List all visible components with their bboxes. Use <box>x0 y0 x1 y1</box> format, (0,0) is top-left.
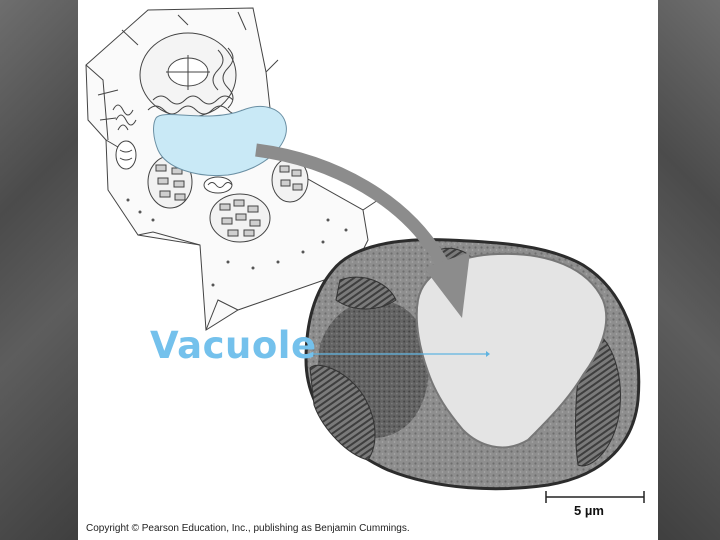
slide-canvas: Vacuole 5 µm Copyright © Pearson Educati… <box>78 0 658 540</box>
vacuole-label: Vacuole <box>150 324 317 367</box>
scale-bar-label: 5 µm <box>574 503 604 518</box>
plant-cell-diagram <box>85 7 645 503</box>
endoplasmic-reticulum <box>147 47 243 115</box>
micrograph-chloroplast-left <box>309 364 376 461</box>
curved-arrow-icon <box>255 143 470 318</box>
left-frame-border <box>0 0 78 540</box>
micrograph-vacuole <box>415 252 608 449</box>
electron-micrograph <box>304 238 641 491</box>
scale-bar <box>545 491 645 503</box>
right-frame-border <box>658 0 720 540</box>
cell-drawing <box>85 7 379 331</box>
copyright-notice: Copyright © Pearson Education, Inc., pub… <box>86 523 410 534</box>
